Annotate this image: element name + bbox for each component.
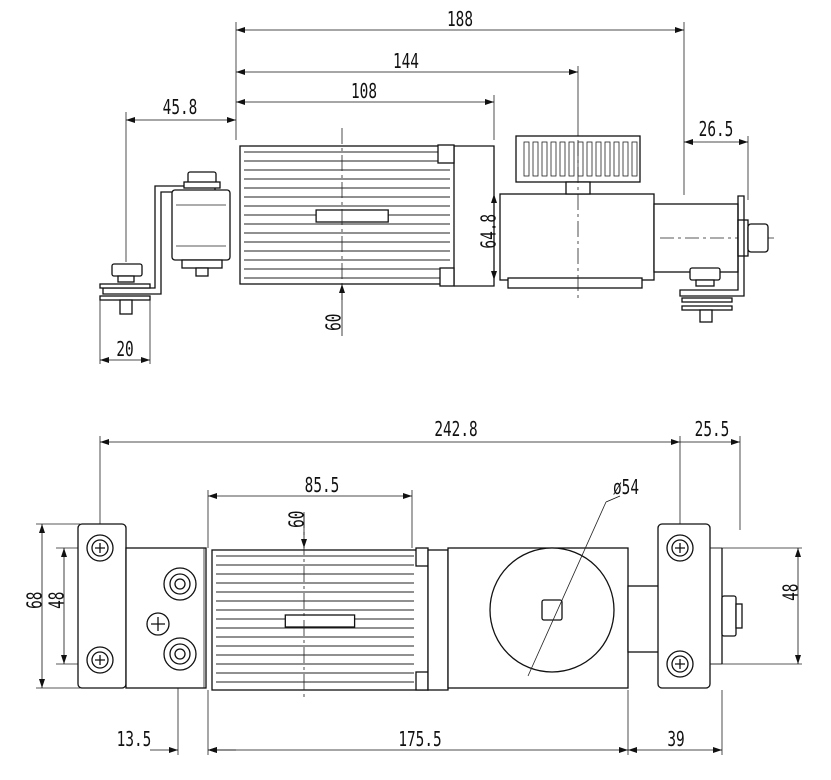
screw-head (163, 637, 197, 671)
shaft-nut (747, 223, 769, 253)
dim-48-left: 48 (47, 592, 70, 609)
dim-25-5: 25.5 (695, 419, 730, 442)
dim-48-right: 48 (781, 584, 804, 601)
dim-242-8: 242.8 (434, 419, 477, 442)
dim-45-8: 45.8 (163, 97, 198, 120)
screw-head (666, 650, 694, 678)
plan-view: 242.8 25.5 85.5 60 ø54 68 48 48 13.5 175… (25, 419, 804, 755)
side-view: 188 144 108 45.8 26.5 64.8 60 20 (99, 9, 775, 364)
dim-dia-54: ø54 (613, 477, 639, 500)
gearbox (499, 193, 655, 281)
left-bracket-block (171, 189, 231, 261)
dim-60-plan: 60 (287, 511, 310, 528)
dim-68: 68 (25, 592, 48, 609)
dim-144: 144 (393, 51, 419, 74)
dim-64-8: 64.8 (479, 214, 502, 249)
screw-head (146, 612, 170, 636)
dim-188: 188 (447, 9, 473, 32)
dim-60-side: 60 (324, 314, 347, 331)
dim-39: 39 (667, 729, 684, 752)
screw-head (666, 534, 694, 562)
dim-108: 108 (351, 81, 377, 104)
dim-20: 20 (116, 339, 133, 362)
screw-head (86, 646, 114, 674)
screw-head (86, 534, 114, 562)
right-mounting-plate (657, 523, 711, 689)
dim-175-5: 175.5 (398, 729, 441, 752)
dim-13-5: 13.5 (117, 729, 152, 752)
cooling-fins (216, 555, 414, 683)
dim-26-5: 26.5 (699, 119, 734, 142)
pulley-teeth (523, 141, 638, 177)
right-bracket (679, 195, 745, 297)
screw-head (163, 567, 197, 601)
cooling-fins (244, 151, 450, 279)
dim-85-5: 85.5 (305, 475, 340, 498)
foot-bolt (111, 263, 143, 277)
